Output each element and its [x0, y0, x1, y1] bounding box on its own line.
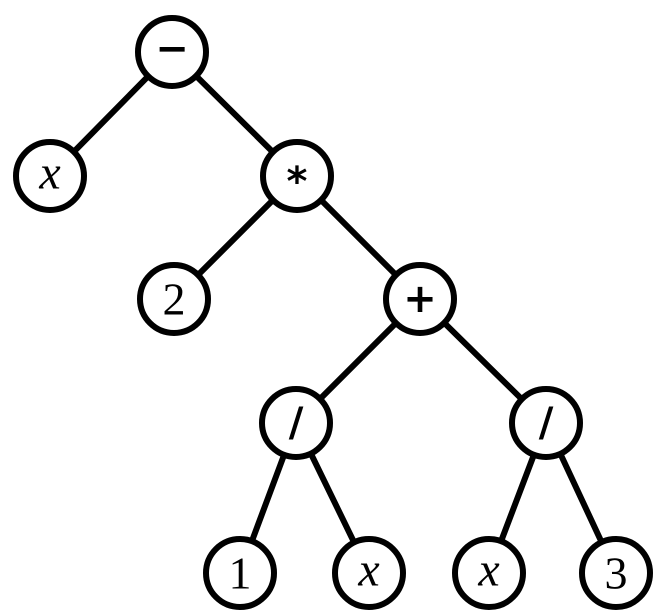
node-circle [260, 139, 334, 213]
number-2-node: 2 [137, 262, 211, 336]
variable-x-node: x [13, 139, 87, 213]
number-1-node: 1 [203, 536, 277, 610]
node-circle [137, 262, 211, 336]
node-label: x [357, 544, 379, 597]
divide-node-right: / [509, 386, 583, 460]
node-circle [203, 536, 277, 610]
variable-x-node: x [452, 536, 526, 610]
node-label: + [403, 276, 437, 322]
plus-node: + [383, 262, 457, 336]
multiply-node: * [260, 139, 334, 213]
node-label: x [38, 147, 60, 200]
node-circle [259, 386, 333, 460]
node-circle [135, 15, 209, 89]
node-circle [579, 536, 653, 610]
node-circle [13, 139, 87, 213]
tree-nodes: − x * 2 + / / 1 x x 3 [13, 15, 653, 610]
node-label: 2 [163, 274, 186, 325]
node-label: / [289, 400, 304, 446]
tree-edges [47, 49, 619, 576]
node-circle [452, 536, 526, 610]
node-label: * [287, 159, 308, 205]
divide-node-left: / [259, 386, 333, 460]
node-label: x [477, 544, 499, 597]
number-3-node: 3 [579, 536, 653, 610]
node-circle [383, 262, 457, 336]
node-label: / [539, 400, 554, 446]
node-circle [509, 386, 583, 460]
node-label: 1 [229, 548, 252, 599]
variable-x-node: x [332, 536, 406, 610]
node-label: − [155, 26, 189, 72]
minus-node: − [135, 15, 209, 89]
node-label: 3 [605, 548, 628, 599]
node-circle [332, 536, 406, 610]
